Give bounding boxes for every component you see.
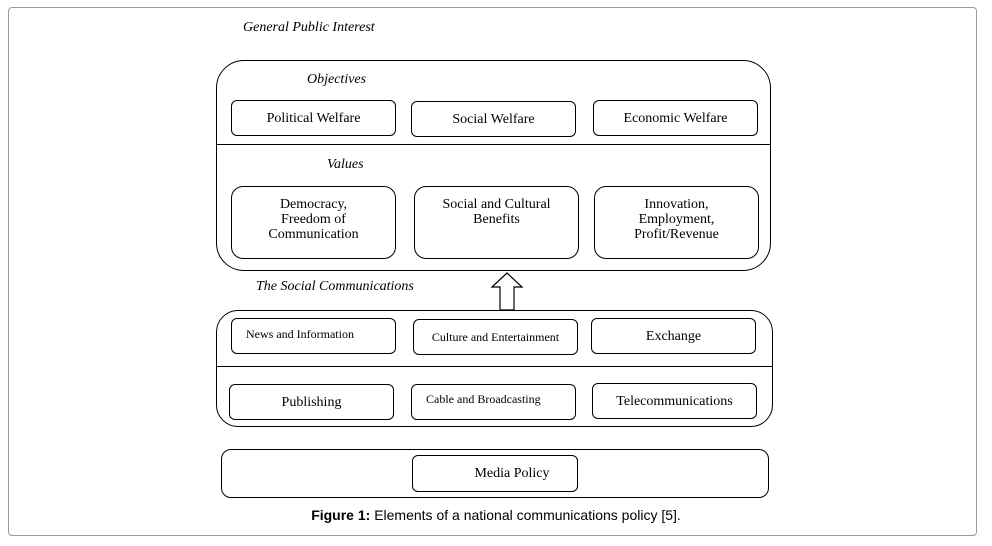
telecommunications-box: Telecommunications bbox=[592, 383, 757, 419]
figure-caption-text: Elements of a national communications po… bbox=[370, 507, 681, 523]
exchange-box: Exchange bbox=[591, 318, 756, 354]
figure-caption-prefix: Figure 1: bbox=[311, 507, 371, 523]
political-welfare-box: Political Welfare bbox=[231, 100, 396, 136]
culture-entertainment-box: Culture and Entertainment bbox=[413, 319, 578, 355]
objectives-label: Objectives bbox=[307, 72, 367, 87]
democracy-freedom-box: Democracy, Freedom of Communication bbox=[231, 186, 396, 259]
social-communications-group bbox=[216, 310, 773, 427]
media-policy-group bbox=[221, 449, 769, 498]
innovation-employment-box: Innovation, Employment, Profit/Revenue bbox=[594, 186, 759, 259]
up-arrow-icon bbox=[490, 272, 524, 311]
social-cultural-benefits-box: Social and Cultural Benefits bbox=[414, 186, 579, 259]
cable-broadcasting-box: Cable and Broadcasting bbox=[411, 384, 576, 420]
publishing-box: Publishing bbox=[229, 384, 394, 420]
figure-caption: Figure 1: Elements of a national communi… bbox=[0, 507, 992, 523]
social-communications-label: The Social Communications bbox=[256, 279, 414, 294]
figure-frame bbox=[8, 7, 977, 536]
social-communications-divider bbox=[217, 366, 772, 367]
news-information-box: News and Information bbox=[231, 318, 396, 354]
media-policy-box: Media Policy bbox=[412, 455, 578, 492]
economic-welfare-box: Economic Welfare bbox=[593, 100, 758, 136]
objectives-values-divider bbox=[217, 144, 770, 145]
social-welfare-box: Social Welfare bbox=[411, 101, 576, 137]
general-public-interest-label: General Public Interest bbox=[243, 20, 375, 35]
values-label: Values bbox=[327, 157, 364, 172]
objectives-values-group bbox=[216, 60, 771, 271]
